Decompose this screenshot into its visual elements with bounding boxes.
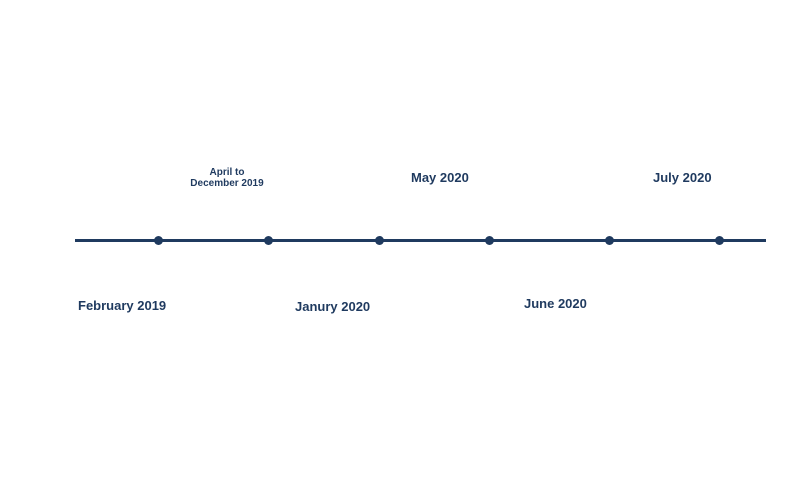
event-label-june-2020: June 2020 bbox=[524, 296, 587, 311]
event-label-january-2020: Janury 2020 bbox=[295, 299, 371, 314]
event-label-may-2020: May 2020 bbox=[411, 170, 469, 185]
timeline-dot bbox=[605, 236, 614, 245]
event-label-april-to-december-2019: April to December 2019 bbox=[190, 167, 264, 189]
timeline-dot bbox=[485, 236, 494, 245]
timeline-dot bbox=[715, 236, 724, 245]
timeline-dot bbox=[154, 236, 163, 245]
event-label-july-2020: July 2020 bbox=[653, 170, 712, 185]
timeline-dot bbox=[264, 236, 273, 245]
event-label-february-2019: February 2019 bbox=[78, 298, 167, 313]
timeline-dot bbox=[375, 236, 384, 245]
timeline-line bbox=[75, 239, 766, 242]
